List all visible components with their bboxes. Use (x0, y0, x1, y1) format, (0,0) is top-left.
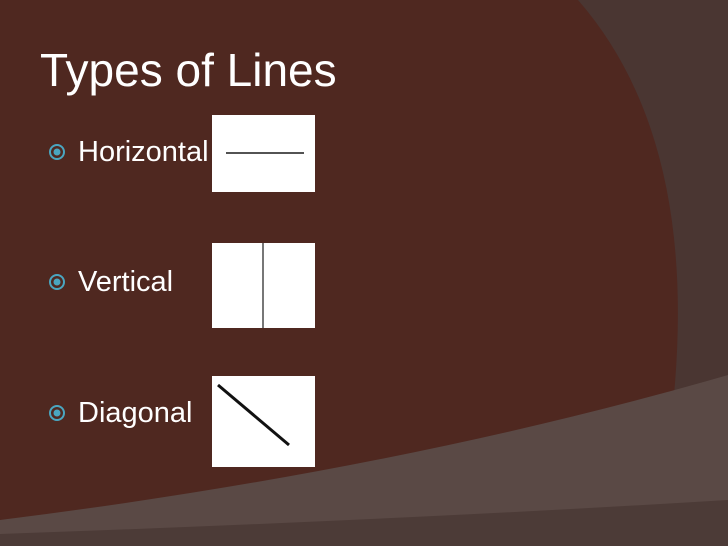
horizontal-line-illustration (212, 115, 315, 192)
bullet-item-diagonal: Diagonal (48, 395, 192, 431)
diagonal-line-illustration (212, 376, 315, 467)
bullet-item-horizontal: Horizontal (48, 134, 209, 170)
bullet-item-vertical: Vertical (48, 264, 173, 300)
background-main-shape (0, 0, 678, 520)
circle-dot-bullet-icon (49, 274, 65, 290)
diagonal-line (217, 383, 290, 447)
circle-dot-bullet-icon (49, 405, 65, 421)
background-lower-sweep (0, 375, 728, 546)
circle-dot-bullet-icon (49, 144, 65, 160)
bullet-label: Horizontal (78, 135, 209, 168)
vertical-line-illustration (212, 243, 315, 328)
slide-title: Types of Lines (40, 44, 337, 96)
bullet-label: Vertical (78, 265, 174, 298)
bullet-label: Diagonal (78, 396, 193, 429)
background-bottom-strip (0, 500, 728, 546)
